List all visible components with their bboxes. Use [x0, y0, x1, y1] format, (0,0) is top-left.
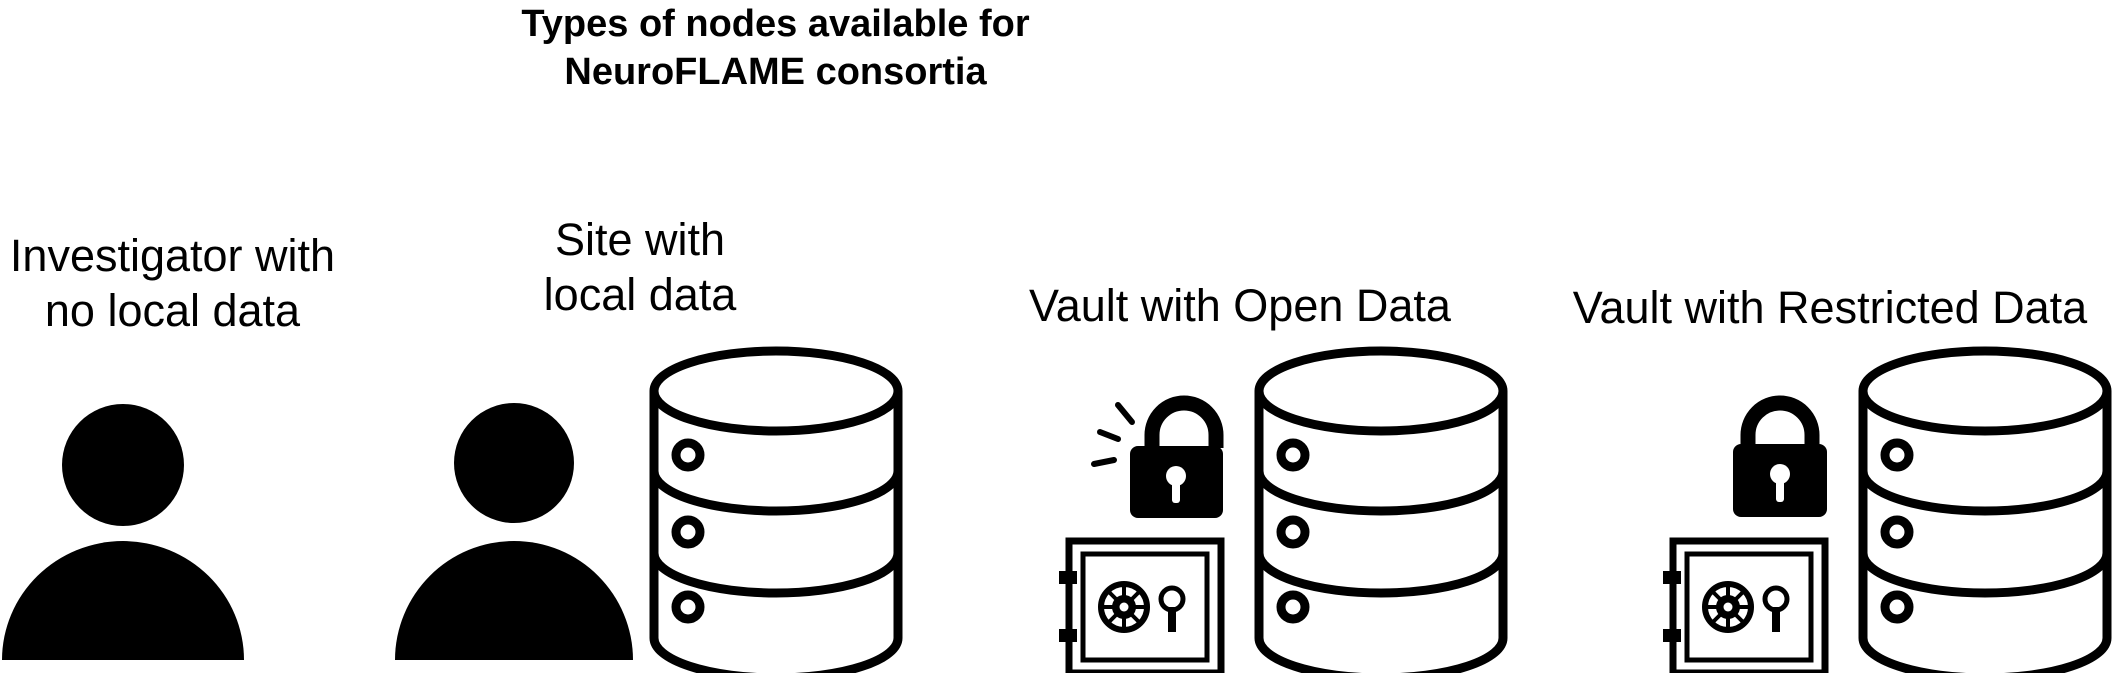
diagram-title: Types of nodes available for NeuroFLAME …	[0, 0, 1551, 96]
locked-padlock-icon	[1733, 395, 1827, 517]
sparkle-icon	[1091, 402, 1135, 467]
person-icon	[2, 404, 244, 660]
node-label-restricted-vault: Vault with Restricted Data	[1572, 282, 2088, 333]
title-line-1: Types of nodes available for	[521, 3, 1030, 45]
title-line-2: NeuroFLAME consortia	[564, 51, 987, 93]
node-label-investigator: Investigator with no local data	[9, 230, 336, 336]
node-label-open-vault: Vault with Open Data	[1029, 280, 1451, 331]
database-icon	[1863, 351, 2107, 673]
safe-icon	[1059, 541, 1221, 673]
safe-icon	[1663, 541, 1825, 673]
person-icon	[395, 403, 633, 660]
database-icon	[1259, 351, 1503, 673]
unlocked-padlock-icon	[1130, 395, 1224, 518]
node-label-site: Site with local data	[543, 214, 737, 320]
database-icon	[654, 351, 898, 673]
